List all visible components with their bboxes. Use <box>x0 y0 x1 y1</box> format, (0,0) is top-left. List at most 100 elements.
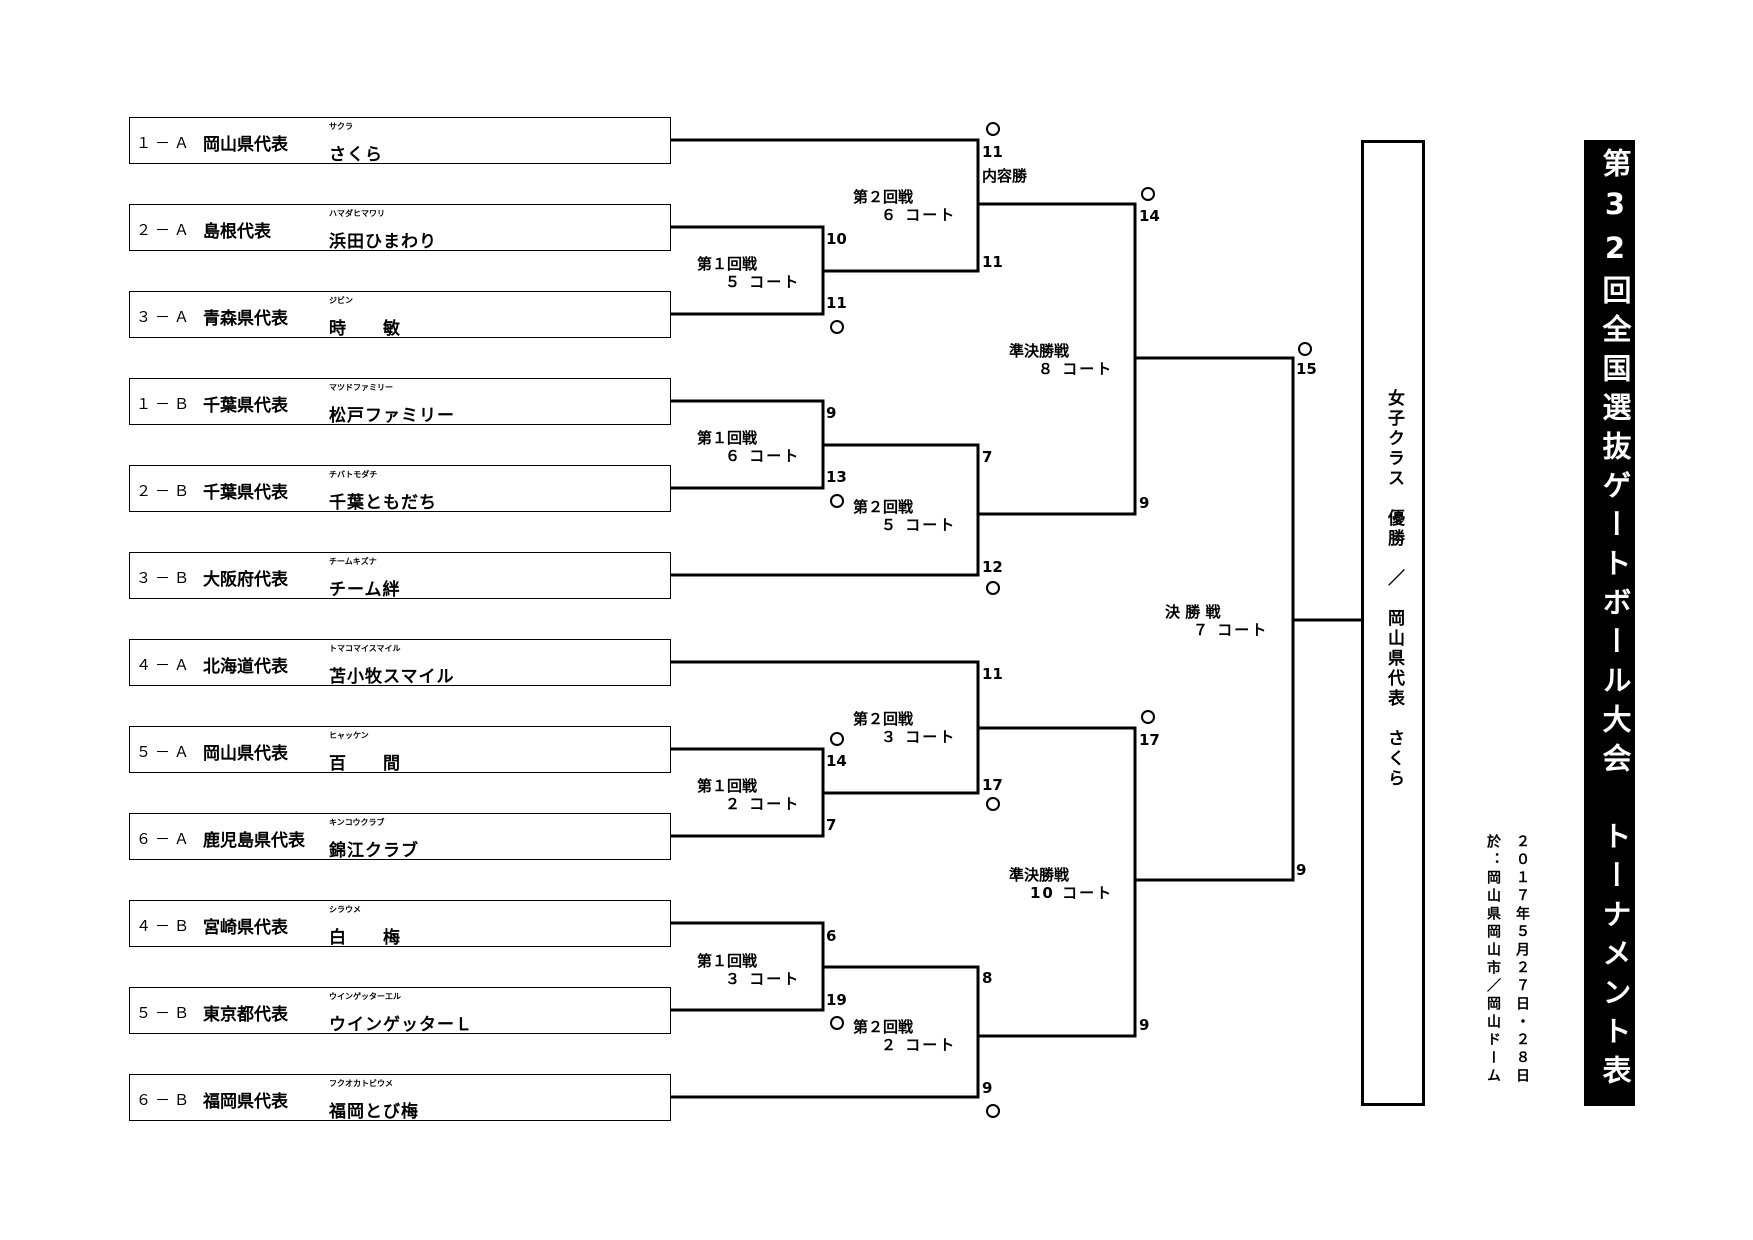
team-seed: ３－Ｂ <box>136 569 194 587</box>
round-label: 第２回戦 <box>853 1018 914 1036</box>
bracket-line <box>671 271 825 316</box>
court-label: ６ コート <box>881 206 956 224</box>
team-box: ６－Ｂ 福岡県代表 フクオカトビウメ 福岡とび梅 <box>129 1074 671 1122</box>
court-label: ７ コート <box>1193 621 1268 639</box>
team-name: 浜田ひまわり <box>329 232 437 252</box>
round-label: 第２回戦 <box>853 710 914 728</box>
team-box: ３－Ａ 青森県代表 ジビン 時 敏 <box>129 291 671 339</box>
court-label: ５ コート <box>725 273 800 291</box>
round-label: 第１回戦 <box>697 255 758 273</box>
team-prefecture: 岡山県代表 <box>203 744 288 764</box>
team-kana: マツドファミリー <box>329 383 393 392</box>
team-box: ２－Ｂ 千葉県代表 チバトモダチ 千葉ともだち <box>129 465 671 513</box>
score-sf2-bottom: 9 <box>1139 1016 1149 1034</box>
round-label: 第１回戦 <box>697 429 758 447</box>
bracket-line <box>671 514 980 577</box>
bracket-line <box>671 660 980 728</box>
score-r1a-bottom: 11 <box>826 294 847 312</box>
score-r2c-bottom: 17 <box>982 776 1003 794</box>
score-r1a-top: 10 <box>826 230 847 248</box>
team-prefecture: 宮崎県代表 <box>203 918 288 938</box>
court-label: ３ コート <box>725 970 800 988</box>
score-r1d-bottom: 19 <box>826 991 847 1009</box>
team-name: 千葉ともだち <box>329 493 437 513</box>
win-note: 内容勝 <box>982 167 1028 185</box>
team-prefecture: 岡山県代表 <box>203 135 288 155</box>
team-seed: ２－Ｂ <box>136 482 194 500</box>
team-prefecture: 大阪府代表 <box>203 570 288 590</box>
round-label: 第２回戦 <box>853 188 914 206</box>
bracket-line <box>671 1036 980 1099</box>
team-box: １－Ａ 岡山県代表 サクラ さくら <box>129 117 671 165</box>
court-label: 10 コート <box>1030 884 1113 902</box>
team-seed: ５－Ｂ <box>136 1004 194 1022</box>
score-final-top: 15 <box>1296 360 1317 378</box>
team-kana: ウインゲッターエル <box>329 992 401 1001</box>
team-kana: ジビン <box>329 296 353 305</box>
court-label: ２ コート <box>725 795 800 813</box>
team-name: チーム絆 <box>329 580 401 600</box>
team-seed: ３－Ａ <box>136 308 194 326</box>
win-mark-icon <box>830 1016 844 1030</box>
score-r1b-top: 9 <box>826 404 836 422</box>
win-mark-icon <box>1298 342 1312 356</box>
score-r1c-top: 14 <box>826 752 847 770</box>
team-name: 錦江クラブ <box>329 841 419 861</box>
score-final-bottom: 9 <box>1296 861 1306 879</box>
round-label: 第２回戦 <box>853 498 914 516</box>
champion-text: 女子クラス 優勝 ／ 岡山県代表 さくら <box>1384 389 1404 789</box>
bracket-line <box>671 967 825 1012</box>
bracket-line <box>978 726 1137 880</box>
bracket-line <box>1135 620 1295 882</box>
event-venue: 於：岡山県岡山市／岡山ドーム <box>1485 834 1501 1086</box>
win-mark-icon <box>986 797 1000 811</box>
round-label: 準決勝戦 <box>1009 342 1070 360</box>
score-sf1-top: 14 <box>1139 207 1160 225</box>
team-box: ５－Ｂ 東京都代表 ウインゲッターエル ウインゲッターＬ <box>129 987 671 1035</box>
team-name: 苫小牧スマイル <box>329 667 455 687</box>
team-name: ウインゲッターＬ <box>329 1015 473 1035</box>
court-label: ６ コート <box>725 447 800 465</box>
score-r2a-top: 11 <box>982 143 1003 161</box>
win-mark-icon <box>1141 187 1155 201</box>
team-seed: ６－Ａ <box>136 830 194 848</box>
score-r1c-bottom: 7 <box>826 816 836 834</box>
win-mark-icon <box>986 122 1000 136</box>
win-mark-icon <box>986 1104 1000 1118</box>
team-prefecture: 北海道代表 <box>203 657 288 677</box>
team-prefecture: 千葉県代表 <box>203 396 288 416</box>
score-r2d-top: 8 <box>982 969 992 987</box>
team-box: ３－Ｂ 大阪府代表 チームキズナ チーム絆 <box>129 552 671 600</box>
team-box: ５－Ａ 岡山県代表 ヒャッケン 百 間 <box>129 726 671 774</box>
court-label: ３ コート <box>881 728 956 746</box>
team-prefecture: 千葉県代表 <box>203 483 288 503</box>
bracket-line <box>671 138 980 204</box>
win-mark-icon <box>830 320 844 334</box>
team-kana: トマコマイスマイル <box>329 644 401 653</box>
title-bar: 第32回全国選抜ゲートボール大会 トーナメント表 <box>1584 140 1635 1106</box>
round-label: 第１回戦 <box>697 952 758 970</box>
team-prefecture: 東京都代表 <box>203 1005 288 1025</box>
score-sf2-top: 17 <box>1139 731 1160 749</box>
team-kana: フクオカトビウメ <box>329 1079 393 1088</box>
court-label: ５ コート <box>881 516 956 534</box>
team-name: 百 間 <box>329 754 401 774</box>
court-label: ８ コート <box>1038 360 1113 378</box>
team-box: １－Ｂ 千葉県代表 マツドファミリー 松戸ファミリー <box>129 378 671 426</box>
round-label: 決 勝 戦 <box>1165 603 1221 621</box>
team-seed: １－Ａ <box>136 134 194 152</box>
score-r2a-bottom: 11 <box>982 253 1003 271</box>
team-kana: ハマダヒマワリ <box>329 209 385 218</box>
score-r2b-bottom: 12 <box>982 558 1003 576</box>
team-kana: キンコウクラブ <box>329 818 385 827</box>
team-seed: ２－Ａ <box>136 221 194 239</box>
team-seed: ４－Ｂ <box>136 917 194 935</box>
score-r2b-top: 7 <box>982 448 992 466</box>
team-prefecture: 青森県代表 <box>203 309 288 329</box>
team-name: さくら <box>329 145 383 165</box>
team-prefecture: 鹿児島県代表 <box>203 831 305 851</box>
win-mark-icon <box>986 581 1000 595</box>
win-mark-icon <box>1141 710 1155 724</box>
bracket-line <box>978 880 1137 1038</box>
